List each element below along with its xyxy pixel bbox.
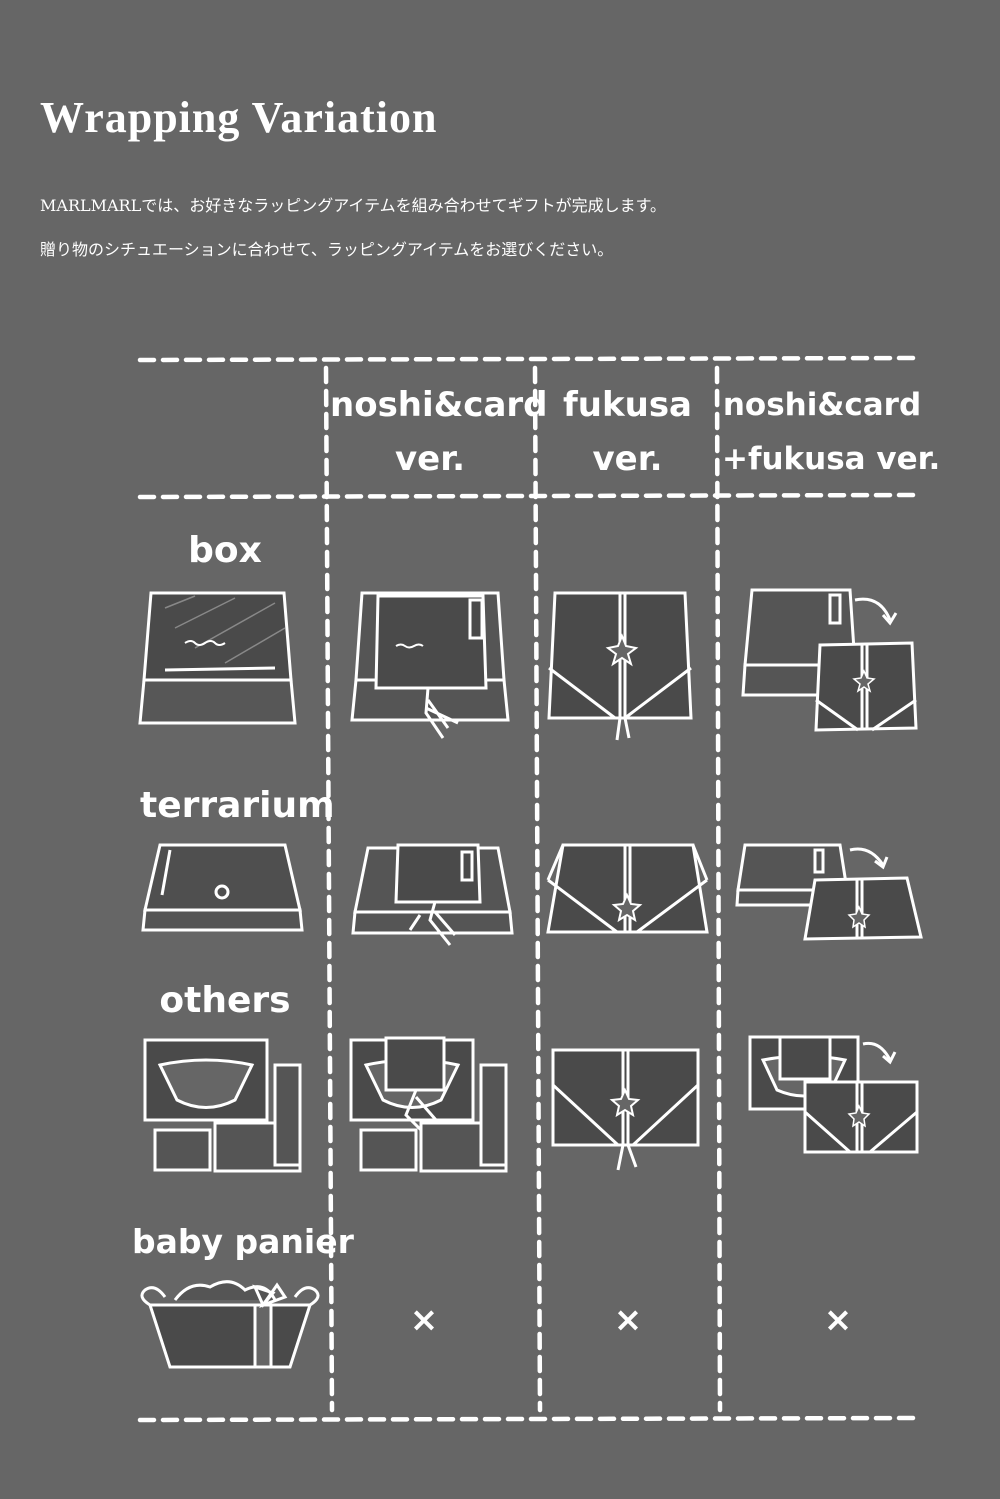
box-plain-illustration	[138, 591, 297, 725]
intro-text-2: 贈り物のシチュエーションに合わせて、ラッピングアイテムをお選びください。	[40, 240, 614, 259]
others-fukusa-illustration	[551, 1048, 700, 1171]
row-label-box: box	[188, 530, 262, 571]
column-header-noshi-card-fukusa: noshi&card+fukusa ver.	[722, 387, 941, 477]
box-fukusa-illustration	[547, 591, 693, 741]
terrarium-noshi-card-illustration	[351, 843, 514, 946]
unavailable-mark-noshi-card: ×	[409, 1300, 439, 1340]
grid-col-line-3	[714, 365, 723, 1413]
intro-text-1: MARLMARLでは、お好きなラッピングアイテムを組み合わせてギフトが完成します…	[40, 196, 667, 215]
unavailable-mark-fukusa: ×	[613, 1300, 643, 1340]
terrarium-fukusa-illustration	[546, 843, 709, 934]
grid-bottom-line	[137, 1415, 923, 1423]
others-noshi-card-illustration	[349, 1036, 508, 1173]
row-label-baby-panier: baby panier	[132, 1222, 354, 1261]
grid-col-line-2	[532, 365, 543, 1413]
row-label-terrarium: terrarium	[140, 785, 335, 826]
others-plain-illustration	[143, 1038, 302, 1173]
grid-col-line-1	[323, 365, 335, 1413]
baby-panier-plain-illustration	[140, 1280, 320, 1369]
others-noshi-card-fukusa-illustration	[748, 1035, 919, 1154]
page-title: Wrapping Variation	[40, 93, 438, 142]
unavailable-mark-noshi-card-fukusa: ×	[823, 1300, 853, 1340]
row-label-others: others	[159, 980, 291, 1021]
terrarium-plain-illustration	[141, 843, 304, 932]
terrarium-noshi-card-fukusa-illustration	[735, 843, 923, 941]
grid-header-line	[137, 492, 923, 500]
box-noshi-card-fukusa-illustration	[741, 588, 918, 732]
grid-top-line	[137, 355, 923, 363]
box-noshi-card-illustration	[350, 591, 510, 739]
